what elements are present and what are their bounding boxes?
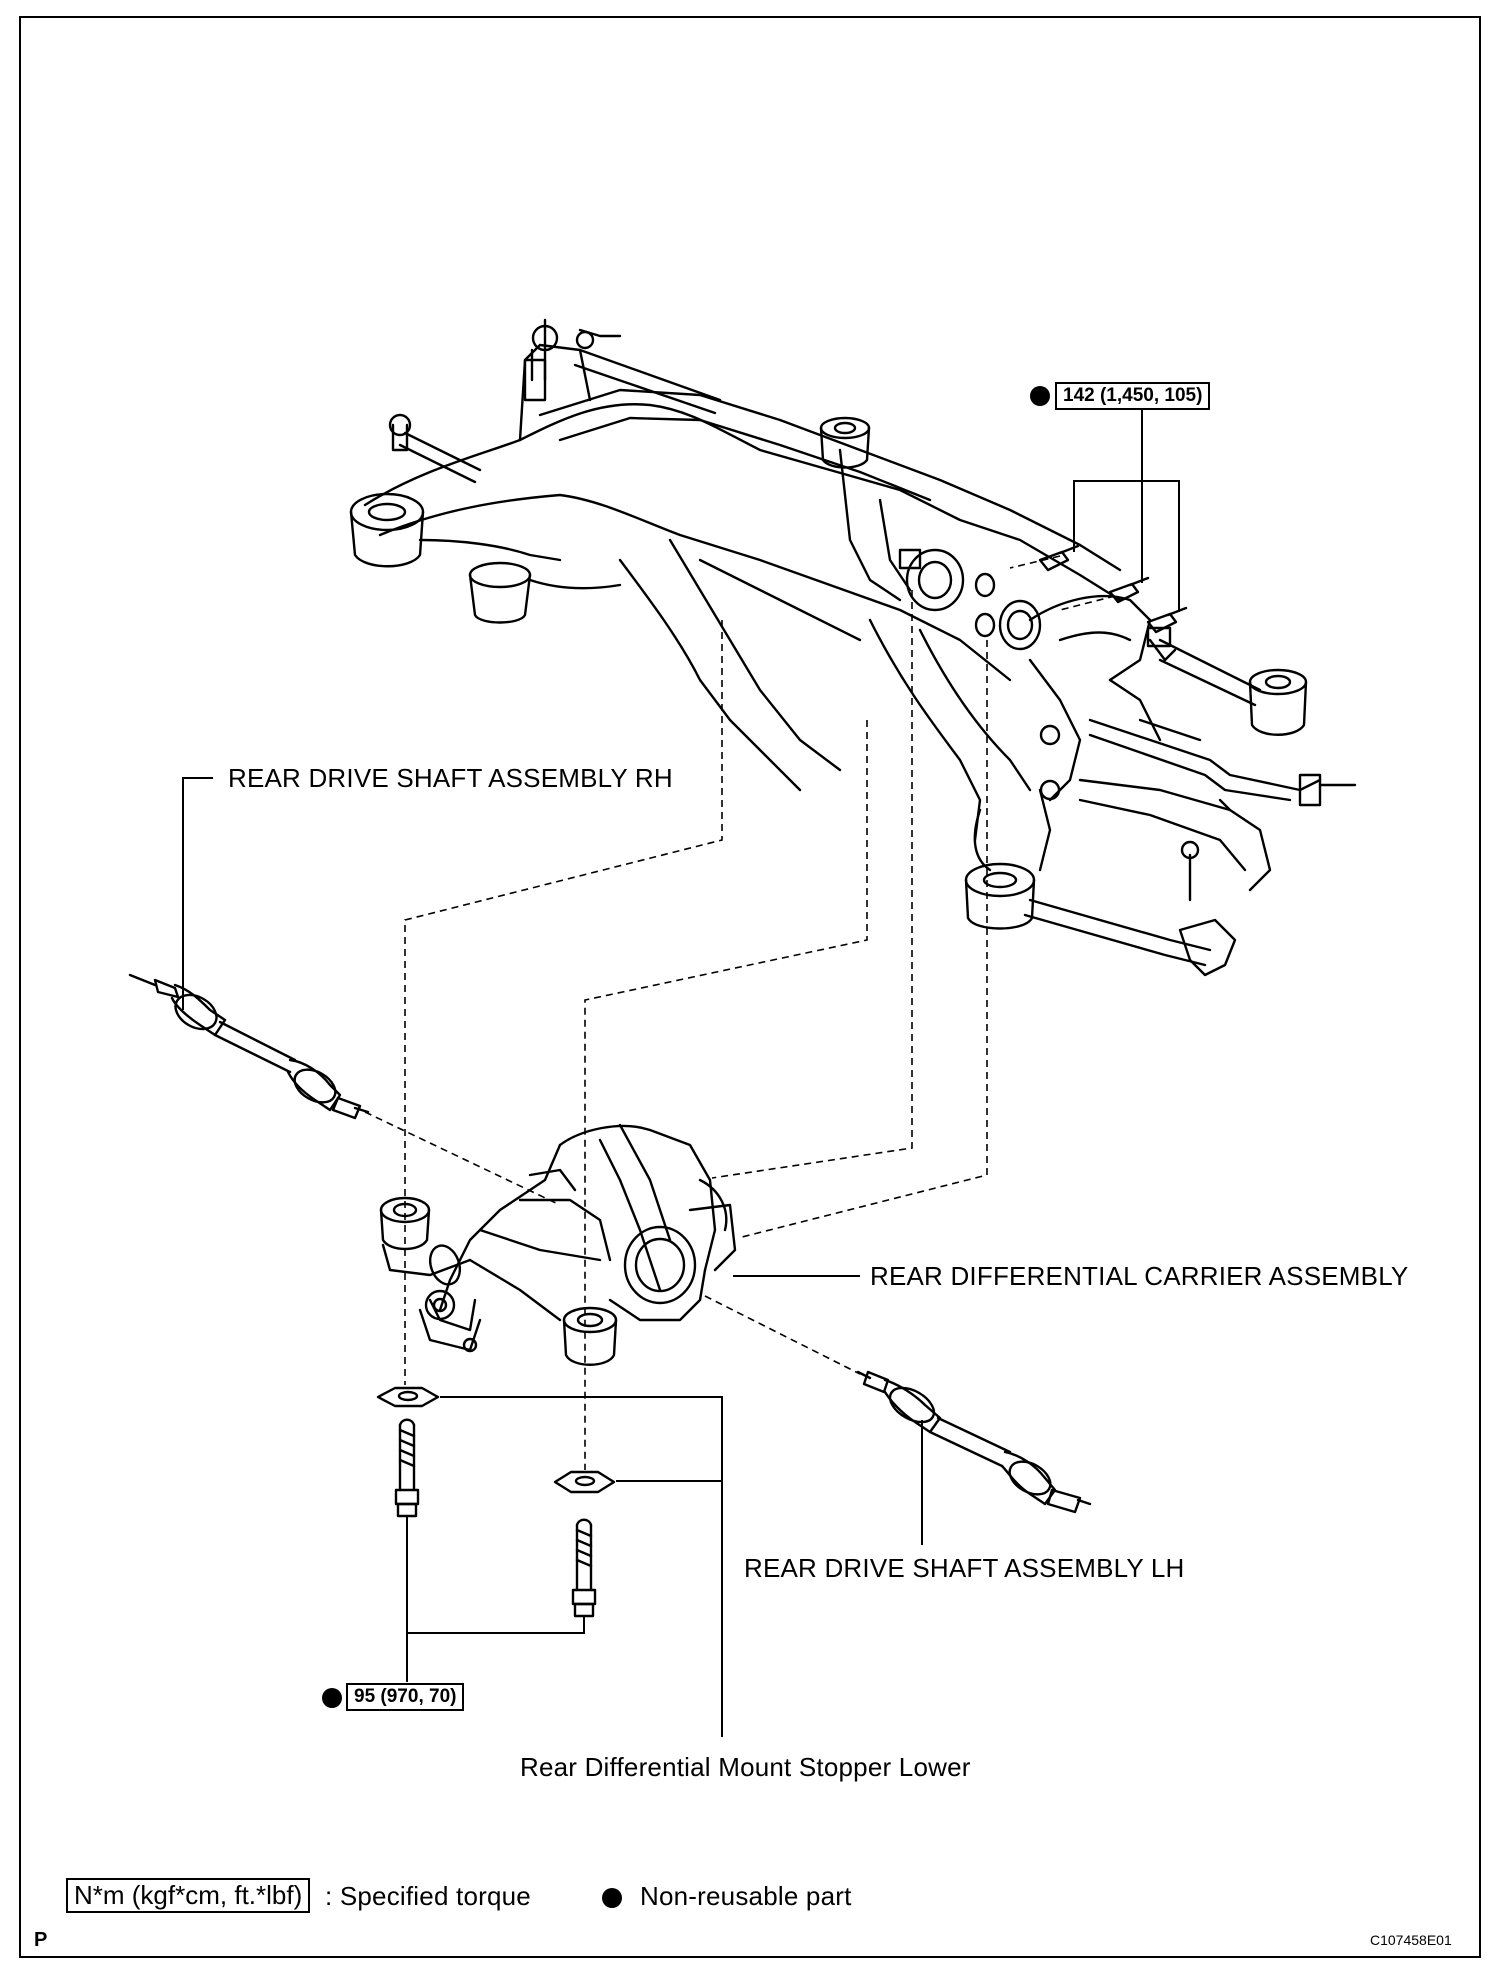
alignment-dashes (364, 555, 1116, 1470)
label-rear-drive-shaft-lh: REAR DRIVE SHAFT ASSEMBLY LH (744, 1553, 1185, 1583)
legend-torque-unit: N*m (kgf*cm, ft.*lbf) (66, 1878, 311, 1913)
legend-nonreusable-desc: Non-reusable part (640, 1881, 852, 1911)
torque-callout-lower: 95 (970, 70) (346, 1683, 465, 1711)
page-mark: P (34, 1929, 48, 1951)
nonreusable-dot-icon (1030, 386, 1050, 406)
lower-bolts (394, 1418, 597, 1618)
rear-drive-shaft-lh (856, 1370, 1092, 1514)
figure-code: C107458E01 (1370, 1932, 1452, 1948)
rear-suspension-member (349, 318, 1357, 977)
label-rear-differential-carrier: REAR DIFFERENTIAL CARRIER ASSEMBLY (870, 1261, 1409, 1291)
rear-drive-shaft-rh (128, 973, 370, 1120)
diagram-frame (19, 16, 1481, 1958)
label-rear-drive-shaft-rh: REAR DRIVE SHAFT ASSEMBLY RH (228, 763, 673, 793)
rear-differential-carrier (379, 1123, 737, 1366)
leader-lines (182, 406, 1180, 1737)
legend-torque-desc: : Specified torque (325, 1881, 531, 1911)
upper-bolts (1038, 544, 1188, 634)
mount-stoppers (376, 1386, 616, 1494)
torque-callout-upper: 142 (1,450, 105) (1055, 382, 1211, 410)
nonreusable-dot-icon (602, 1888, 622, 1908)
label-mount-stopper-lower: Rear Differential Mount Stopper Lower (520, 1752, 971, 1782)
nonreusable-dot-icon (322, 1688, 342, 1708)
